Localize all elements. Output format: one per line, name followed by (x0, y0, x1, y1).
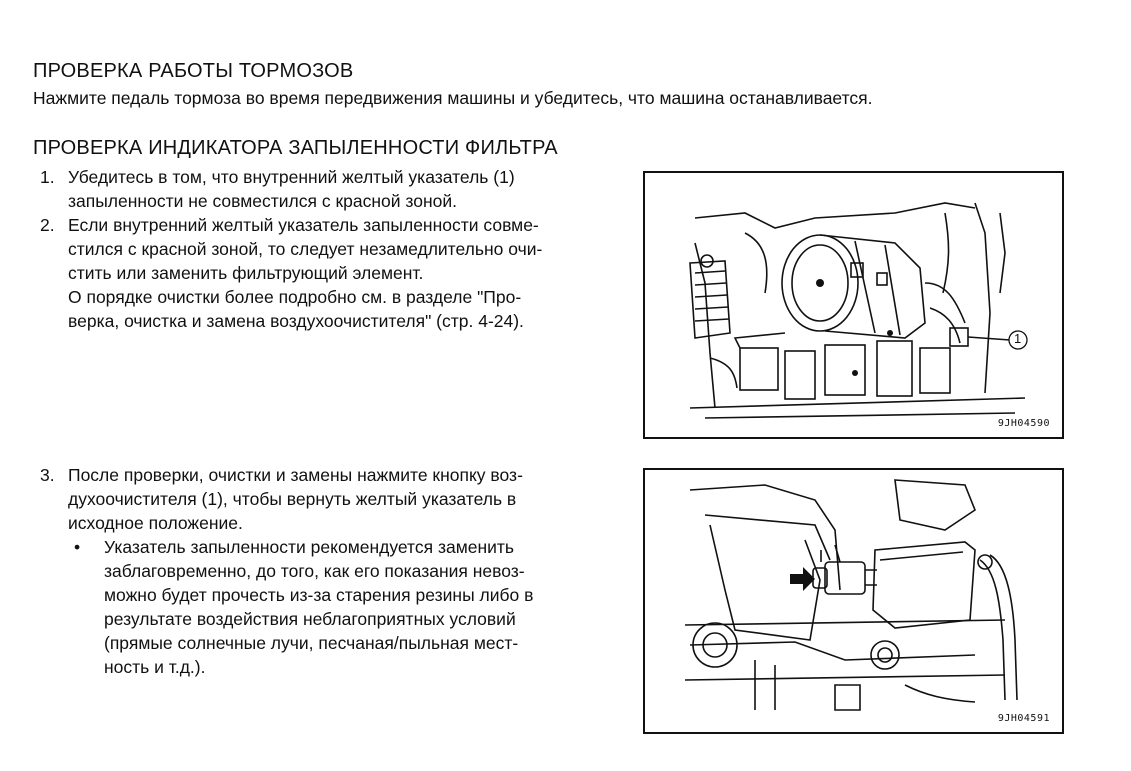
figure-code: 9JH04590 (997, 418, 1050, 429)
item-line: После проверки, очистки и замены нажмите… (68, 465, 523, 485)
list-item: 3. После проверки, очистки и замены нажм… (33, 463, 613, 679)
item-line: стился с красной зоной, то следует незам… (68, 239, 543, 259)
figure-code: 9JH04591 (997, 713, 1050, 724)
indicator-reset-illustration (684, 479, 1018, 711)
bullet-text: Указатель запыленности рекомендуется зам… (104, 535, 613, 679)
bullet-line: можно будет прочесть из-за старения рези… (104, 585, 534, 605)
item-text: Убедитесь в том, что внутренний желтый у… (68, 165, 613, 213)
figure-indicator-reset: 9JH04591 (643, 468, 1064, 734)
engine-compartment-illustration (689, 202, 1028, 419)
item-text: Если внутренний желтый указатель запылен… (68, 213, 613, 333)
instruction-list-bottom: 3. После проверки, очистки и замены нажм… (33, 463, 613, 679)
list-item: 2. Если внутренний желтый указатель запы… (33, 213, 613, 333)
item-text: После проверки, очистки и замены нажмите… (68, 463, 613, 679)
item-line: духоочистителя (1), чтобы вернуть желтый… (68, 489, 517, 509)
heading-filter-indicator: ПРОВЕРКА ИНДИКАТОРА ЗАПЫЛЕННОСТИ ФИЛЬТРА (33, 137, 558, 159)
bullet-line: результате воздействия неблагоприятных у… (104, 609, 516, 629)
heading-brake-check: ПРОВЕРКА РАБОТЫ ТОРМОЗОВ (33, 60, 354, 82)
list-item: 1. Убедитесь в том, что внутренний желты… (33, 165, 613, 213)
bullet-line: (прямые солнечные лучи, песчаная/пыльная… (104, 633, 519, 653)
item-line: исходное положение. (68, 513, 243, 533)
item-line: верка, очистка и замена воздухоочистител… (68, 311, 524, 331)
callout-label: 1 (1014, 331, 1022, 346)
bullet-line: Указатель запыленности рекомендуется зам… (104, 537, 515, 557)
brake-check-text: Нажмите педаль тормоза во время передвиж… (33, 88, 873, 108)
bullet-line: заблаговременно, до того, как его показа… (104, 561, 525, 581)
item-line: Убедитесь в том, что внутренний желтый у… (68, 167, 515, 187)
instruction-list-top: 1. Убедитесь в том, что внутренний желты… (33, 165, 613, 333)
bullet-symbol: • (74, 537, 81, 557)
item-number: 1. (40, 167, 55, 187)
item-line: запыленности не совместился с красной зо… (68, 191, 457, 211)
bullet-note: • Указатель запыленности рекомендуется з… (68, 535, 613, 679)
item-line: стить или заменить фильтрующий элемент. (68, 263, 424, 283)
item-number: 2. (40, 215, 55, 235)
bullet-line: ность и т.д.). (104, 657, 206, 677)
item-number: 3. (40, 465, 55, 485)
item-line: Если внутренний желтый указатель запылен… (68, 215, 539, 235)
item-line: О порядке очистки более подробно см. в р… (68, 287, 522, 307)
figure-air-cleaner-indicator: 1 9JH04590 (643, 171, 1064, 439)
